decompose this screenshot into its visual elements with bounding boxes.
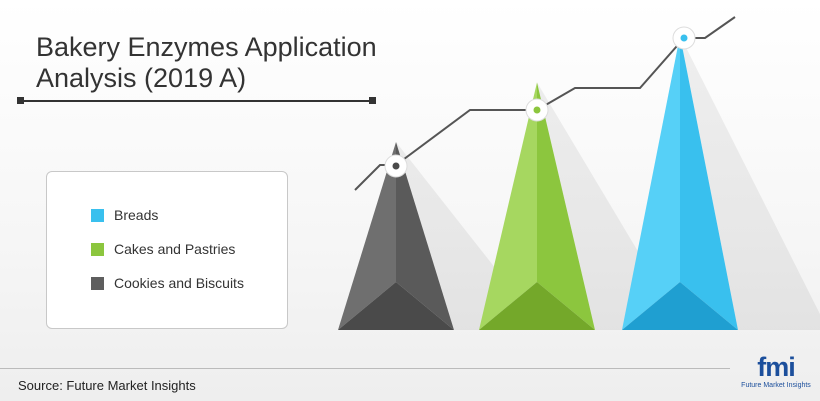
- legend-label-breads: Breads: [114, 207, 159, 223]
- footer-divider: [0, 368, 730, 369]
- title-line-1: Bakery Enzymes Application: [36, 32, 377, 62]
- legend-item-cakes: Cakes and Pastries: [91, 240, 235, 258]
- legend: Breads Cakes and Pastries Cookies and Bi…: [46, 171, 288, 329]
- pyramid-right-face-cakes: [537, 82, 595, 330]
- legend-label-cookies: Cookies and Biscuits: [114, 275, 244, 291]
- trend-marker-dot-cakes: [533, 106, 541, 114]
- pyramid-left-face-cookies: [338, 142, 396, 330]
- pyramid-left-face-breads: [622, 35, 680, 330]
- logo-subtitle: Future Market Insights: [741, 382, 811, 389]
- title-underline-left-cap: [17, 97, 24, 104]
- trend-marker-dot-cookies: [392, 162, 400, 170]
- legend-label-cakes: Cakes and Pastries: [114, 241, 236, 257]
- pyramid-bottom-face-cakes: [479, 282, 595, 330]
- pyramid-shadow-cakes: [537, 82, 685, 330]
- pyramid-right-face-cookies: [396, 142, 454, 330]
- fmi-logo: fmi Future Market Insights: [740, 353, 812, 397]
- pyramid-bottom-face-breads: [622, 282, 738, 330]
- legend-swatch-cakes: [91, 242, 104, 256]
- pyramid-right-face-breads: [680, 35, 738, 330]
- pyramid-left-face-cakes: [479, 82, 537, 330]
- logo-mark: fmi: [757, 352, 796, 382]
- title-line-2: Analysis (2019 A): [36, 63, 247, 93]
- pyramid-shadow-breads: [680, 35, 820, 330]
- legend-item-cookies: Cookies and Biscuits: [91, 274, 244, 292]
- chart-title: Bakery Enzymes Application Analysis (201…: [36, 32, 396, 94]
- legend-item-breads: Breads: [91, 206, 158, 224]
- legend-swatch-breads: [91, 208, 104, 222]
- legend-swatch-cookies: [91, 276, 104, 290]
- title-underline-right-cap: [369, 97, 376, 104]
- trend-marker-dot-breads: [680, 34, 688, 42]
- source-note: Source: Future Market Insights: [18, 378, 196, 393]
- title-underline: [20, 100, 372, 102]
- pyramid-bottom-face-cookies: [338, 282, 454, 330]
